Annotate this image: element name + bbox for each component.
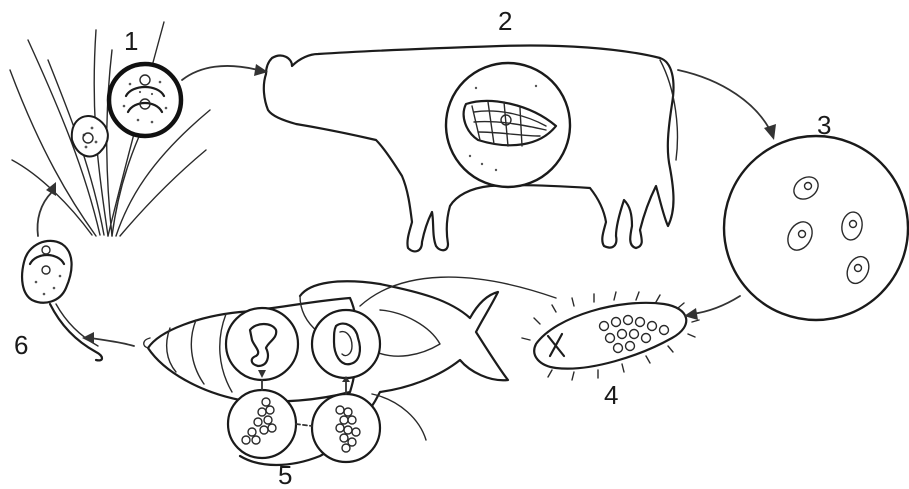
arrow-1-to-2: [182, 64, 268, 80]
redia-with-cercariae-magnified-circle: [228, 390, 296, 458]
stage-6-cercaria: 6: [14, 241, 102, 360]
sporocyst-magnified-circle: [226, 308, 298, 380]
stage-4-miracidium: 4: [522, 292, 699, 410]
stage-1-grass-with-cysts: 1: [10, 22, 210, 236]
stage-1-label: 1: [124, 26, 138, 56]
arrow-3-to-4: [684, 296, 740, 320]
stage-3-label: 3: [817, 110, 831, 140]
adult-fluke-magnified-circle: [446, 63, 570, 187]
stage-2-label: 2: [498, 6, 512, 36]
stage-5-snail-host: 5: [144, 277, 556, 489]
stage-3-eggs: 3: [724, 110, 908, 320]
cercaria-tail-icon: [50, 304, 102, 360]
miracidium-icon: [534, 303, 686, 369]
germ-cells-icon: [600, 316, 669, 353]
eggs-magnified-circle: [724, 136, 908, 320]
stage-6-label: 6: [14, 330, 28, 360]
arrow-2-to-3: [678, 70, 776, 140]
grass-blades-icon: [10, 22, 210, 236]
cyst-on-grass-icon: [72, 116, 108, 156]
arrow-6-to-1: [38, 182, 56, 236]
redia-magnified-circle: [312, 310, 380, 378]
cercaria-icon: [22, 241, 72, 303]
stage-5-label: 5: [278, 460, 292, 489]
cercariae-cluster-magnified-circle: [312, 394, 380, 462]
stage-4-label: 4: [604, 380, 618, 410]
cyst-magnified-circle: [109, 64, 181, 136]
stage-2-cow-host: 2: [264, 6, 678, 251]
arrow-5-to-6: [82, 332, 134, 346]
